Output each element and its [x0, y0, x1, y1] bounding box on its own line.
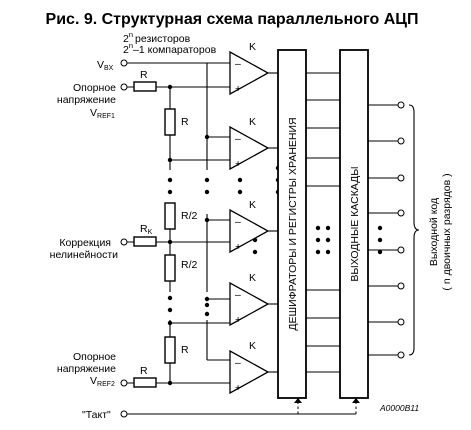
ladder-resistor-r3-label: R/2	[181, 259, 198, 271]
vref1-label: VREF1	[90, 107, 115, 120]
junction	[204, 134, 210, 140]
svg-text:+: +	[235, 158, 241, 170]
output-stages-block	[339, 49, 369, 399]
junction	[167, 380, 173, 386]
resistor-ref2-label: R	[140, 365, 148, 377]
vin-terminal	[120, 59, 128, 67]
ladder-resistor-r1-label: R	[181, 116, 189, 128]
ladder-resistor-r2	[164, 202, 176, 230]
resistor-ref1-label: R	[140, 69, 148, 81]
clock-arrow-decoder	[294, 398, 302, 403]
svg-text:K: K	[249, 199, 256, 211]
junction	[167, 157, 173, 163]
clock-terminal	[120, 410, 128, 418]
junction	[167, 320, 173, 326]
svg-text:–: –	[235, 58, 241, 70]
comparator-4: – + K	[229, 272, 278, 327]
comparator-2: – + K	[229, 116, 278, 171]
ladder-resistor-r4-label: R	[181, 344, 189, 356]
clock-arrow-output	[352, 398, 360, 403]
comparator-count-label: 2n–1 компараторов	[123, 41, 217, 56]
correction-label-line1: Коррекция	[59, 237, 111, 249]
continuation-dots	[167, 165, 281, 317]
svg-text:+: +	[235, 241, 241, 253]
ref1-label-line1: Опорное	[73, 82, 116, 94]
clock-label: "Такт"	[82, 409, 111, 421]
vin-label: VBX	[97, 59, 114, 72]
output-code-line2: ( n двоичных разрядов )	[441, 173, 453, 290]
output-stages-label: ВЫХОДНЫЕ КАСКАДЫ	[349, 166, 361, 281]
correction-terminal	[120, 238, 128, 246]
ladder-resistor-r4	[164, 336, 176, 364]
output-brace	[408, 104, 420, 356]
ref2-label-line2: напряжение	[57, 363, 116, 375]
svg-text:K: K	[249, 340, 256, 352]
decoder-register-block	[277, 49, 307, 399]
comparator-3: – + K	[229, 199, 278, 254]
figure-title: Рис. 9. Структурная схема параллельного …	[46, 11, 419, 28]
resistor-ref1	[133, 81, 157, 92]
ladder-resistor-r3	[164, 254, 176, 282]
comparator-1: – + K	[229, 41, 278, 96]
vref2-terminal	[120, 379, 128, 387]
vref2-label: VREF2	[90, 375, 115, 388]
junction	[167, 239, 173, 245]
svg-text:K: K	[249, 41, 256, 53]
correction-label-line2: нелинейности	[50, 249, 118, 261]
resistor-rk	[133, 236, 157, 247]
junction	[204, 296, 210, 302]
svg-text:+: +	[235, 382, 241, 394]
output-code-line1: Выходной код	[428, 198, 440, 266]
output-terminals	[368, 101, 405, 359]
resistor-rk-label: RK	[140, 223, 153, 236]
svg-text:+: +	[235, 314, 241, 326]
junction	[204, 217, 210, 223]
resistor-ref2	[133, 377, 157, 388]
comparator-5: – + K	[229, 340, 278, 395]
svg-text:K: K	[249, 272, 256, 284]
ladder-resistor-r2-label: R/2	[181, 210, 198, 222]
vref1-terminal	[120, 83, 128, 91]
ladder-resistor-r1	[164, 108, 176, 136]
decoder-register-label: ДЕШИФРАТОРЫ И РЕГИСТРЫ ХРАНЕНИЯ	[287, 117, 299, 330]
svg-text:K: K	[249, 116, 256, 128]
svg-text:–: –	[235, 289, 241, 301]
svg-text:–: –	[235, 357, 241, 369]
block-interconnect	[306, 72, 340, 373]
svg-text:+: +	[235, 83, 241, 95]
junction	[167, 84, 173, 90]
ref1-label-line2: напряжение	[57, 94, 116, 106]
svg-text:–: –	[235, 133, 241, 145]
figure-id: A0000B11	[379, 403, 419, 413]
svg-text:–: –	[235, 216, 241, 228]
ref2-label-line1: Опорное	[73, 351, 116, 363]
